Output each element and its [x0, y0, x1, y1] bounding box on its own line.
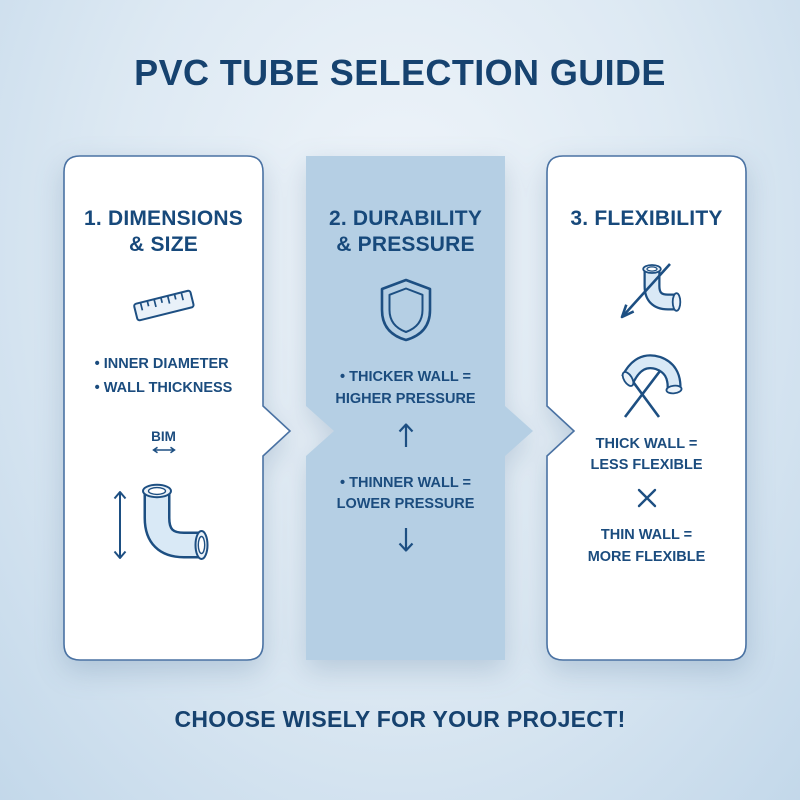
- panel2-heading: 2. DURABILITY & PRESSURE: [329, 206, 482, 257]
- panel-flexibility: 3. FLEXIBILITY THICK WALL = LESS FLEXIBL…: [547, 156, 746, 660]
- panel1-heading-line1: 1. DIMENSIONS: [84, 207, 243, 230]
- vertical-dimension-arrow-icon: [113, 491, 126, 560]
- thick-wall-line2: LESS FLEXIBLE: [590, 457, 703, 474]
- thick-wall-line1: THICK WALL =: [595, 435, 698, 452]
- panel1-bullets: • INNER DIAMETER • WALL THICKNESS: [95, 353, 233, 401]
- dimension-label-text: BIM: [151, 429, 176, 445]
- thin-wall-statement: THIN WALL = MORE FLEXIBLE: [588, 525, 706, 569]
- panel-dimensions-size: 1. DIMENSIONS & SIZE • INNER DIAMETER • …: [64, 156, 263, 660]
- panel-durability-pressure: 2. DURABILITY & PRESSURE • THICKER WALL …: [306, 156, 505, 660]
- thinner-wall-line2: LOWER PRESSURE: [336, 496, 475, 513]
- thinner-wall-item: • THINNER WALL = LOWER PRESSURE: [337, 473, 475, 517]
- panel2-heading-line1: 2. DURABILITY: [328, 207, 483, 230]
- dimension-label: BIM: [151, 429, 177, 454]
- panel3-card-shape: [546, 155, 747, 661]
- arrow-up-icon: [398, 423, 413, 447]
- arrow-down-icon: [398, 528, 413, 552]
- panel2-heading-line2: & PRESSURE: [336, 232, 475, 256]
- panel1-heading: 1. DIMENSIONS & SIZE: [84, 206, 243, 257]
- bullet-inner-diameter: • INNER DIAMETER: [94, 356, 229, 373]
- panel3-heading-line1: 3. FLEXIBILITY: [570, 207, 723, 230]
- thicker-wall-line1: • THICKER WALL =: [340, 369, 471, 386]
- thin-wall-line1: THIN WALL =: [600, 527, 693, 544]
- thick-wall-statement: THICK WALL = LESS FLEXIBLE: [591, 434, 703, 478]
- thinner-wall-line1: • THINNER WALL =: [340, 474, 471, 491]
- panel3-heading: 3. FLEXIBILITY: [570, 206, 722, 232]
- horizontal-dimension-arrow-icon: [151, 446, 176, 454]
- elbow-pipe-with-dimension-icon: [113, 483, 208, 561]
- thin-wall-line2: MORE FLEXIBLE: [587, 548, 706, 565]
- ruler-icon: [132, 290, 195, 322]
- cross-icon: [637, 488, 656, 508]
- page-title: PVC TUBE SELECTION GUIDE: [134, 52, 666, 93]
- panel2-band-shape: [306, 156, 533, 660]
- bullet-wall-thickness: • WALL THICKNESS: [94, 380, 233, 397]
- panel1-heading-line2: & SIZE: [129, 232, 198, 256]
- rigid-pipe-crossed-arrow-icon: [620, 262, 681, 318]
- shield-icon: [380, 278, 431, 342]
- flexible-pipe-stand-icon: [620, 353, 682, 418]
- thicker-wall-line2: HIGHER PRESSURE: [335, 390, 476, 407]
- thicker-wall-item: • THICKER WALL = HIGHER PRESSURE: [335, 367, 475, 411]
- footer-text: CHOOSE WISELY FOR YOUR PROJECT!: [174, 706, 626, 732]
